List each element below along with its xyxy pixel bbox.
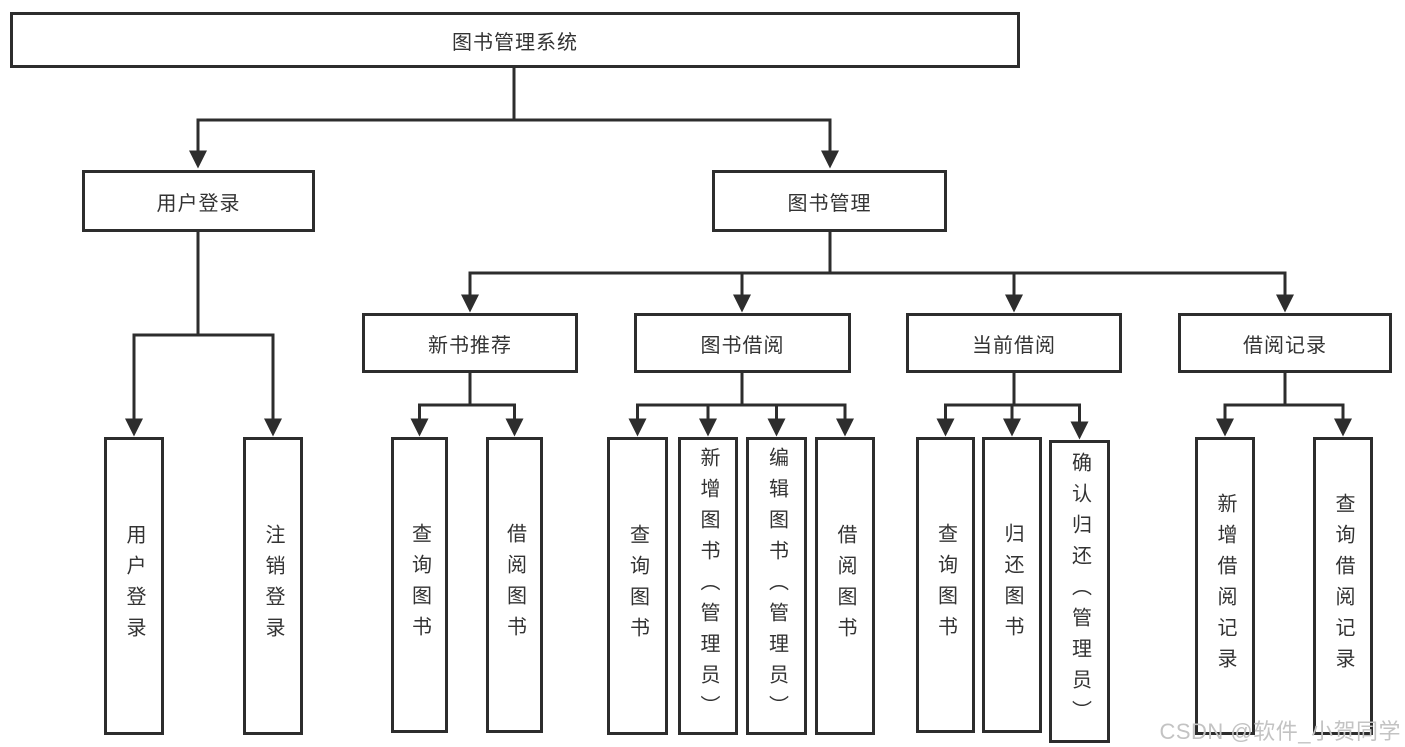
leaf-add-borrow-record: 新增借阅记录	[1195, 437, 1255, 735]
leaf-query-books-current: 查询图书	[916, 437, 975, 733]
leaf-return-books: 归还图书	[982, 437, 1042, 733]
leaf-borrow-books-recommend: 借阅图书	[486, 437, 543, 733]
watermark: CSDN @软件_小贺同学	[1159, 719, 1401, 744]
leaf-confirm-return-admin: 确认归还（管理员）	[1049, 440, 1110, 743]
node-user-login: 用户登录	[82, 170, 315, 232]
leaf-edit-books-admin: 编辑图书（管理员）	[746, 437, 807, 735]
node-new-book-recommend: 新书推荐	[362, 313, 578, 373]
leaf-add-books-admin: 新增图书（管理员）	[678, 437, 738, 735]
node-book-management: 图书管理	[712, 170, 947, 232]
node-current-borrowing: 当前借阅	[906, 313, 1122, 373]
leaf-logout: 注销登录	[243, 437, 303, 735]
node-root-library-system: 图书管理系统	[10, 12, 1020, 68]
node-borrowing-records: 借阅记录	[1178, 313, 1392, 373]
node-book-borrowing: 图书借阅	[634, 313, 851, 373]
leaf-query-books-borrowing: 查询图书	[607, 437, 668, 735]
leaf-query-borrow-record: 查询借阅记录	[1313, 437, 1373, 735]
leaf-query-books-recommend: 查询图书	[391, 437, 448, 733]
leaf-borrow-books-borrowing: 借阅图书	[815, 437, 875, 735]
leaf-user-login: 用户登录	[104, 437, 164, 735]
